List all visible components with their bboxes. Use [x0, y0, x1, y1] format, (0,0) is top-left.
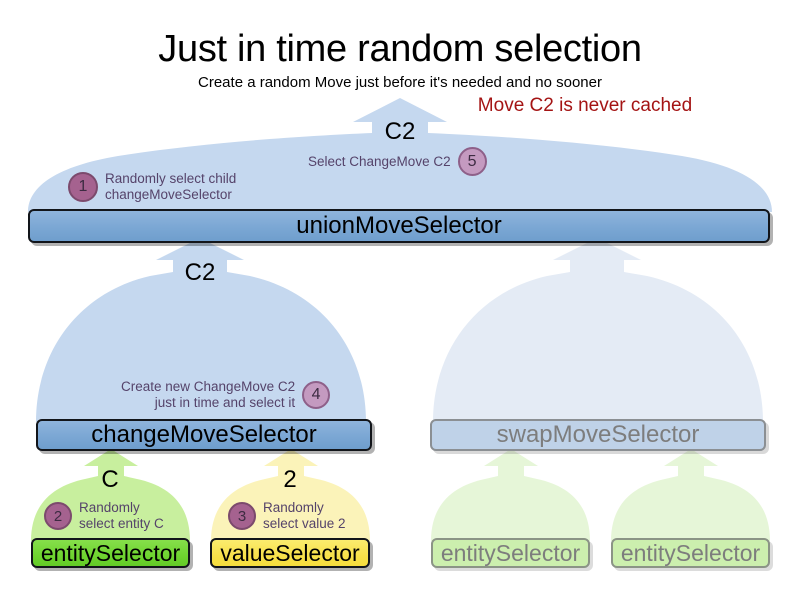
step-text-5-line1: Select ChangeMove C2: [308, 153, 451, 169]
step-text-4-line2: just in time and select it: [154, 395, 296, 410]
step-annotation-1: 1 Randomly select child changeMoveSelect…: [68, 171, 236, 203]
node-change-move-selector[interactable]: changeMoveSelector: [36, 419, 372, 451]
step-text-1-line2: changeMoveSelector: [105, 187, 232, 202]
flow-label-entity-output: C: [101, 466, 119, 493]
step-text-3-line1: Randomly: [263, 500, 324, 515]
step-badge-1: 1: [68, 172, 98, 202]
step-annotation-2: 2 Randomly select entity C: [44, 500, 164, 532]
node-entity-selector-change[interactable]: entitySelector: [31, 538, 190, 568]
page-subtitle: Create a random Move just before it's ne…: [198, 74, 602, 91]
step-annotation-3: 3 Randomly select value 2: [228, 500, 346, 532]
flow-union-to-top: [28, 98, 772, 212]
page-title: Just in time random selection: [158, 28, 642, 70]
step-text-5: Select ChangeMove C2: [308, 154, 451, 170]
step-badge-5: 5: [457, 147, 487, 176]
step-text-3: Randomly select value 2: [263, 500, 346, 532]
flow-label-change-output: C2: [184, 259, 216, 286]
step-badge-4: 4: [302, 381, 331, 409]
step-text-2: Randomly select entity C: [79, 500, 164, 532]
node-entity-selector-swap-right[interactable]: entitySelector: [611, 538, 770, 568]
flow-entity-right-to-swap: [611, 449, 770, 541]
step-annotation-4: Create new ChangeMove C2 just in time an…: [121, 379, 331, 411]
node-value-selector-change[interactable]: valueSelector: [210, 538, 370, 568]
never-cached-annotation: Move C2 is never cached: [477, 95, 693, 116]
step-text-2-line2: select entity C: [79, 516, 164, 531]
flow-change-to-union: [36, 238, 366, 422]
step-text-1: Randomly select child changeMoveSelector: [105, 171, 236, 203]
node-union-move-selector[interactable]: unionMoveSelector: [28, 209, 770, 243]
node-entity-selector-swap-left[interactable]: entitySelector: [431, 538, 590, 568]
step-annotation-5: Select ChangeMove C2 5: [308, 147, 487, 176]
step-text-1-line1: Randomly select child: [105, 171, 237, 186]
flow-label-value-output: 2: [283, 466, 297, 493]
step-text-4-line1: Create new ChangeMove C2: [121, 379, 296, 394]
step-text-4: Create new ChangeMove C2 just in time an…: [121, 379, 295, 411]
step-text-3-line2: select value 2: [263, 516, 346, 531]
step-badge-3: 3: [228, 502, 256, 530]
flow-swap-to-union: [433, 238, 763, 422]
flow-entity-left-to-swap: [431, 449, 590, 541]
step-text-2-line1: Randomly: [79, 500, 140, 515]
step-badge-2: 2: [44, 502, 72, 530]
node-swap-move-selector[interactable]: swapMoveSelector: [430, 419, 766, 451]
flow-label-union-output: C2: [384, 118, 416, 145]
